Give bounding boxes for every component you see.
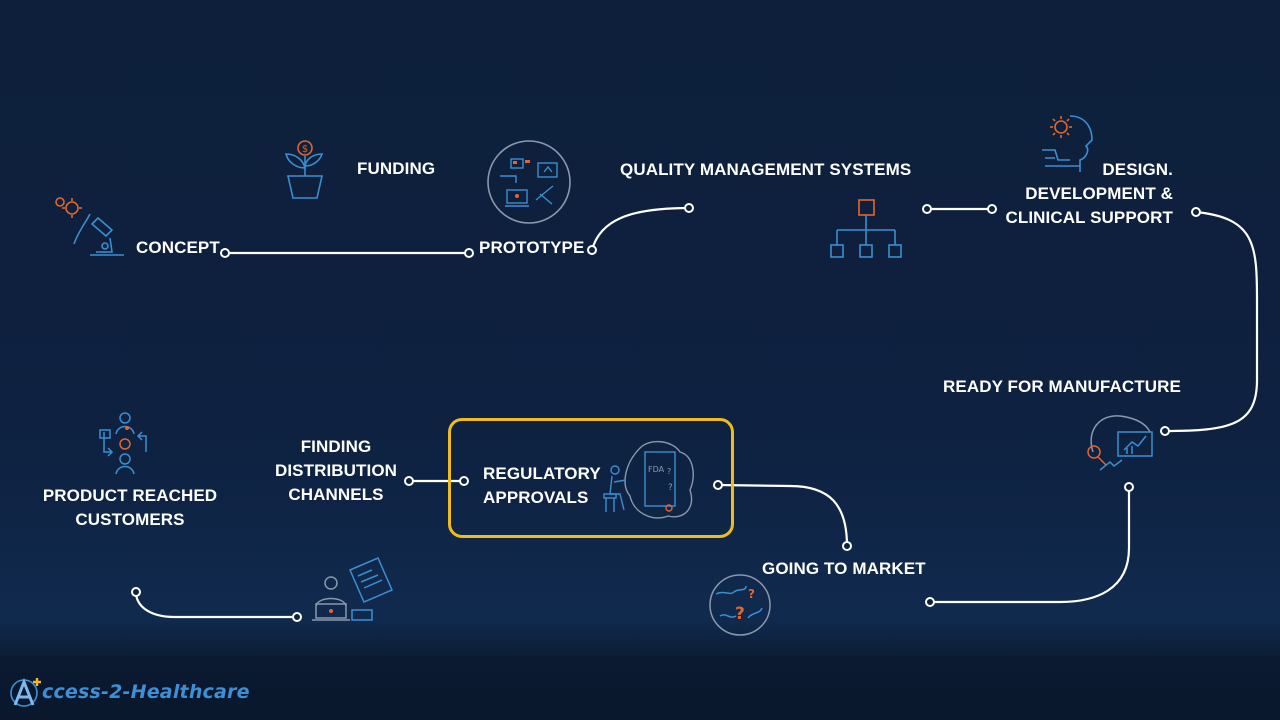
org-chart-icon bbox=[830, 199, 902, 258]
svg-text:?: ? bbox=[667, 467, 671, 476]
node-label-design: DESIGN. DEVELOPMENT & CLINICAL SUPPORT bbox=[990, 158, 1173, 230]
distribution-line-2: DISTRIBUTION bbox=[274, 461, 398, 480]
logo-text: ccess-2-Healthcare bbox=[42, 681, 250, 703]
design-line-2: DEVELOPMENT & bbox=[1025, 184, 1173, 203]
analytics-monitor-icon bbox=[1087, 415, 1153, 471]
connector-distribution-customers bbox=[134, 591, 297, 619]
microscope-gear-icon bbox=[55, 197, 124, 256]
regulatory-line-2: APPROVALS bbox=[483, 488, 589, 507]
node-label-funding: FUNDING bbox=[357, 159, 436, 178]
customers-line-2: CUSTOMERS bbox=[75, 510, 185, 529]
node-label-manufacture: READY FOR MANUFACTURE bbox=[943, 377, 1181, 396]
node-label-concept: CONCEPT bbox=[136, 238, 220, 257]
dot-qms-right bbox=[922, 204, 932, 214]
svg-text:$: $ bbox=[302, 144, 308, 155]
connector-prototype-qms bbox=[590, 206, 690, 251]
dot-concept bbox=[220, 248, 230, 258]
dot-market-right bbox=[925, 597, 935, 607]
customers-line-1: PRODUCT REACHED bbox=[42, 486, 218, 505]
dot-design-right bbox=[1191, 207, 1201, 217]
dot-manufacture-bottom bbox=[1124, 482, 1134, 492]
connector-dots bbox=[131, 203, 1201, 622]
node-label-qms: QUALITY MANAGEMENT SYSTEMS bbox=[620, 160, 912, 179]
dot-prototype-left bbox=[464, 248, 474, 258]
laptop-documents-icon bbox=[312, 557, 393, 621]
svg-text:FDA: FDA bbox=[648, 465, 665, 474]
dot-distribution-bottom bbox=[292, 612, 302, 622]
fda-document-icon: FDA ? ? bbox=[603, 441, 694, 519]
distribution-line-3: CHANNELS bbox=[288, 485, 384, 504]
svg-text:?: ? bbox=[735, 604, 745, 624]
connector-design-manufacture bbox=[1164, 210, 1259, 433]
connector-lines bbox=[134, 206, 1259, 619]
dot-customers bbox=[131, 587, 141, 597]
node-label-distribution: FINDING DISTRIBUTION CHANNELS bbox=[266, 435, 406, 507]
globe-question-icon: ? ? bbox=[709, 574, 771, 636]
connector-manufacture-market bbox=[930, 487, 1131, 604]
head-gear-icon bbox=[1042, 115, 1093, 172]
node-label-regulatory: REGULATORY APPROVALS bbox=[483, 462, 601, 510]
dot-market-top bbox=[842, 541, 852, 551]
footer-band bbox=[0, 656, 1280, 720]
money-plant-icon: $ bbox=[284, 140, 324, 199]
dot-regulatory-left bbox=[459, 476, 469, 486]
people-network-icon bbox=[99, 412, 147, 475]
dot-qms-left bbox=[684, 203, 694, 213]
svg-text:?: ? bbox=[668, 483, 673, 493]
prototype-devices-icon bbox=[487, 140, 571, 224]
distribution-line-1: FINDING bbox=[300, 437, 372, 456]
svg-text:?: ? bbox=[748, 587, 755, 601]
dot-regulatory-right bbox=[713, 480, 723, 490]
dot-manufacture-right bbox=[1160, 426, 1170, 436]
logo-a-cross-icon bbox=[10, 677, 41, 707]
node-label-prototype: PROTOTYPE bbox=[479, 238, 585, 257]
regulatory-line-1: REGULATORY bbox=[483, 464, 601, 483]
design-line-1: DESIGN. bbox=[1102, 160, 1173, 179]
access-2-healthcare-logo: ccess-2-Healthcare bbox=[8, 676, 250, 708]
node-label-market: GOING TO MARKET bbox=[762, 559, 926, 578]
regulatory-highlight-box bbox=[448, 418, 734, 538]
dot-design-left bbox=[987, 204, 997, 214]
connector-market-regulatory bbox=[717, 483, 849, 547]
dot-distribution-right bbox=[404, 476, 414, 486]
dot-prototype-right bbox=[587, 245, 597, 255]
design-line-3: CLINICAL SUPPORT bbox=[1005, 208, 1173, 227]
node-label-customers: PRODUCT REACHED CUSTOMERS bbox=[40, 484, 220, 532]
